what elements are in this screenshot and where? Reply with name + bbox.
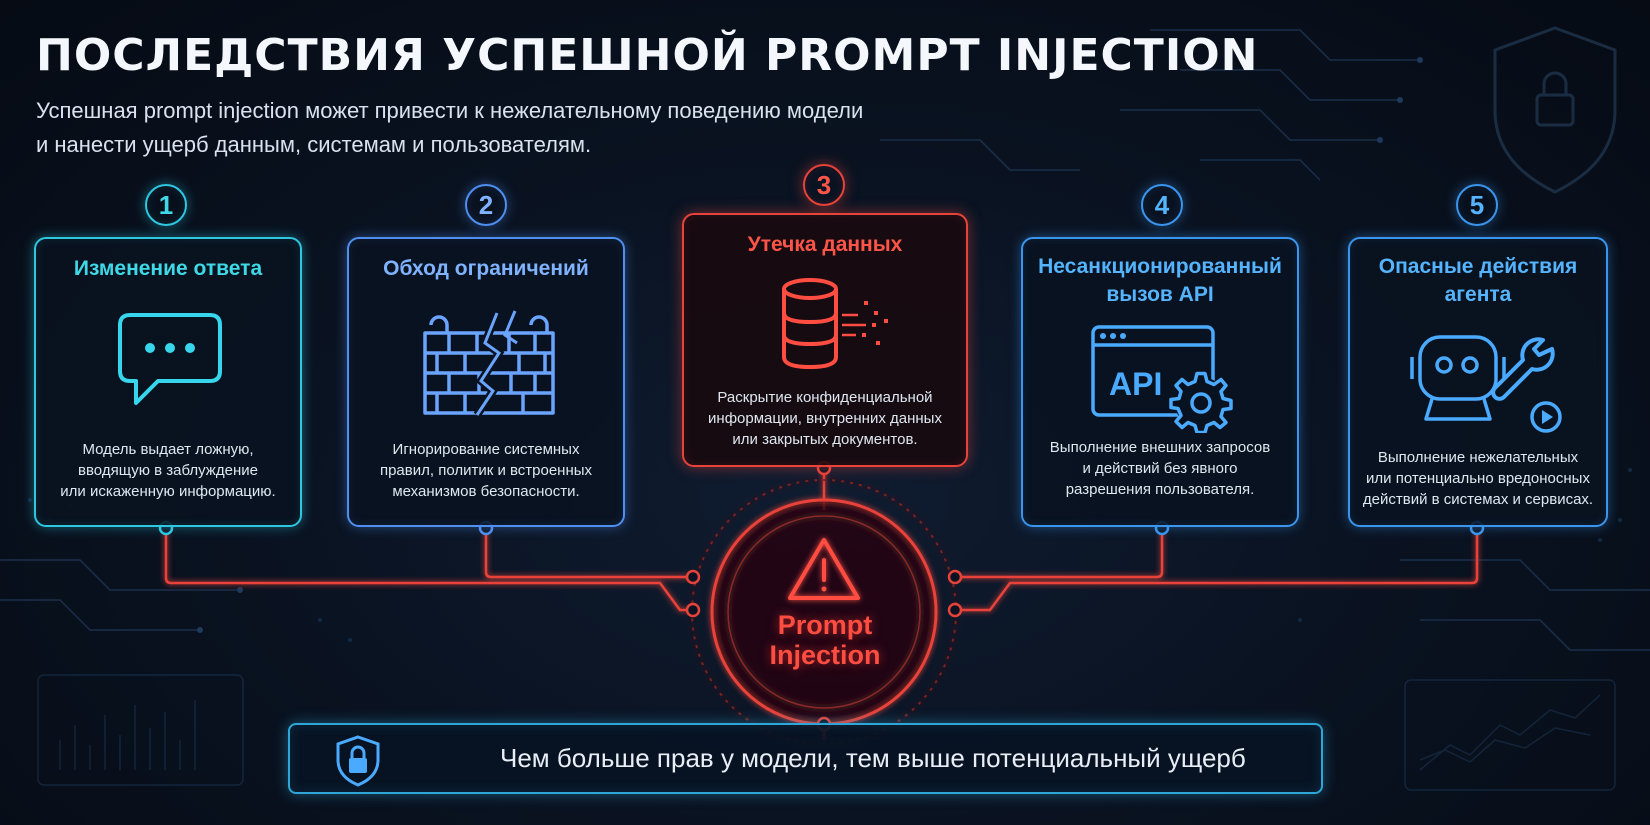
page-subtitle: Успешная prompt injection может привести… [36,94,936,162]
gear-icon [1169,371,1233,433]
card-title: Обход ограничений [383,257,589,280]
step-number-1: 1 [145,184,187,226]
step-number-2: 2 [465,184,507,226]
wrench-icon [1491,337,1555,401]
database-leak-icon [782,278,888,370]
banner-text: Чем больше прав у модели, тем выше потен… [500,743,1246,773]
broken-wall-icon [423,310,555,418]
card-description: Модель выдает ложную, вводящую в заблужд… [60,441,276,500]
card-description: Раскрытие конфиденциальной информации, в… [708,389,942,448]
page-title: ПОСЛЕДСТВИЯ УСПЕШНОЙ PROMPT INJECTION [36,30,1259,81]
shield-lock-icon [1493,26,1617,194]
step-number-5: 5 [1456,184,1498,226]
bottom-banner: Чем больше прав у модели, тем выше потен… [288,723,1323,794]
card-title: Опасные действия агента [1378,255,1578,306]
subtitle-line: и нанести ущерб данным, системам и польз… [36,132,592,157]
play-icon [1530,401,1562,433]
center-label: Prompt Injection [769,610,881,670]
shield-lock-icon [336,735,380,787]
card-title: Несанкционированный вызов API [1038,255,1282,306]
step-number-4: 4 [1141,184,1183,226]
robot-wrench-icon [1410,335,1562,433]
card-title: Изменение ответа [73,257,263,280]
api-label: API [1109,366,1162,402]
card-unauthorized-api: Несанкционированный вызов API API Выполн… [1021,237,1299,527]
card-data-leak: Утечка данных Раскрытие конфиденциальной… [682,213,968,467]
card-description: Игнорирование системных правил, политик … [379,441,593,500]
card-response-change: Изменение ответа Модель выдает ложную, в… [34,237,302,527]
card-bypass-restrictions: Обход ограничений Игнорирование системны… [347,237,625,527]
card-description: Выполнение внешних запросов и действий б… [1049,439,1271,498]
card-dangerous-agent-actions: Опасные действия агента Выполнение нежел… [1348,237,1608,527]
api-gear-icon: API [1091,325,1233,433]
card-title: Утечка данных [747,233,903,256]
subtitle-line: Успешная prompt injection может привести… [36,98,864,123]
step-number-3: 3 [803,164,845,206]
card-description: Выполнение нежелательных или потенциальн… [1362,449,1594,508]
chat-bubble-icon [118,313,222,405]
